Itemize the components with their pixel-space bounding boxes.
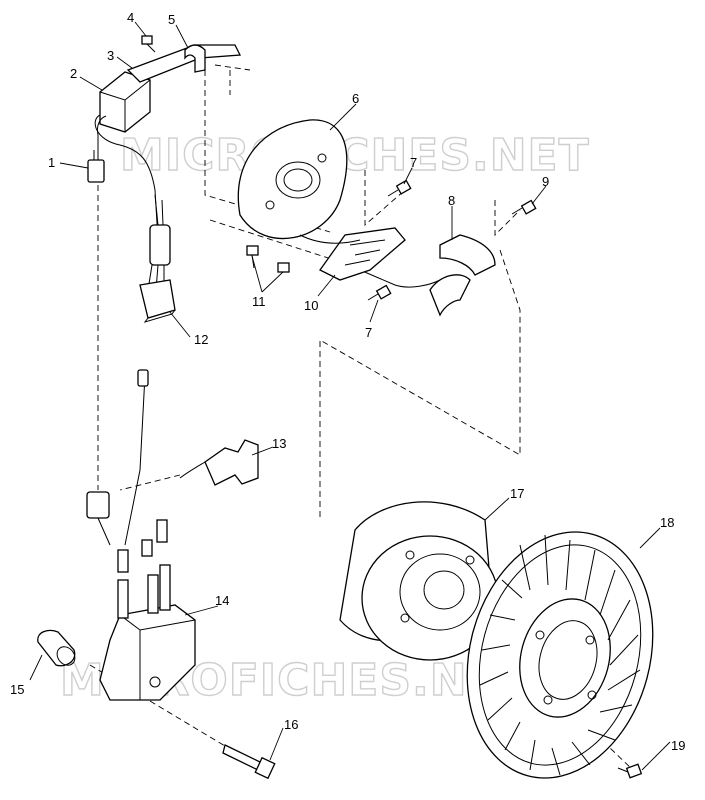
callout-15: 15 xyxy=(10,682,24,697)
callout-8: 8 xyxy=(448,193,455,208)
bolt-part-19 xyxy=(617,763,643,779)
callout-9: 9 xyxy=(542,174,549,189)
clamp-part-5 xyxy=(184,44,206,73)
ignition-coil-part-14 xyxy=(86,369,196,701)
callout-13: 13 xyxy=(272,436,286,451)
bracket-part-3 xyxy=(126,44,242,83)
callout-10: 10 xyxy=(304,298,318,313)
callout-14: 14 xyxy=(215,593,229,608)
harness xyxy=(147,194,171,291)
callout-2: 2 xyxy=(70,66,77,81)
callout-6: 6 xyxy=(352,91,359,106)
cooling-fan-part-18 xyxy=(466,531,654,779)
callout-7-lower: 7 xyxy=(365,325,372,340)
callout-5: 5 xyxy=(168,12,175,27)
watermark-top: MICROFICHES.NET xyxy=(120,130,590,181)
callout-17: 17 xyxy=(510,486,524,501)
connector-part-1 xyxy=(87,150,105,183)
flywheel-part-17 xyxy=(339,501,499,661)
callouts: 1 2 3 4 5 6 7 8 9 10 11 7 12 13 14 15 16… xyxy=(10,10,685,753)
bolt-part-16 xyxy=(222,744,276,780)
pulser-coil-part-8 xyxy=(359,234,496,317)
callout-4: 4 xyxy=(127,10,134,25)
charging-coil-part-10 xyxy=(299,227,406,281)
callout-18: 18 xyxy=(660,515,674,530)
callout-19: 19 xyxy=(671,738,685,753)
screw-part-4 xyxy=(141,35,156,53)
screw-part-9 xyxy=(511,199,537,215)
leader-lines xyxy=(29,21,671,771)
cap-part-15 xyxy=(37,629,76,667)
spark-plug-cap-part-13 xyxy=(179,439,259,486)
callout-7-upper: 7 xyxy=(410,155,417,170)
callout-16: 16 xyxy=(284,717,298,732)
callout-1: 1 xyxy=(48,155,55,170)
screw-part-7-upper xyxy=(387,179,412,197)
callout-12: 12 xyxy=(194,332,208,347)
connector-part-12 xyxy=(139,279,176,323)
callout-3: 3 xyxy=(107,48,114,63)
callout-11: 11 xyxy=(252,294,266,309)
regulator-part-2 xyxy=(94,71,159,241)
screw-part-7-lower xyxy=(367,284,392,301)
stator-plate-part-6 xyxy=(237,119,348,240)
screws-part-11 xyxy=(246,245,290,273)
